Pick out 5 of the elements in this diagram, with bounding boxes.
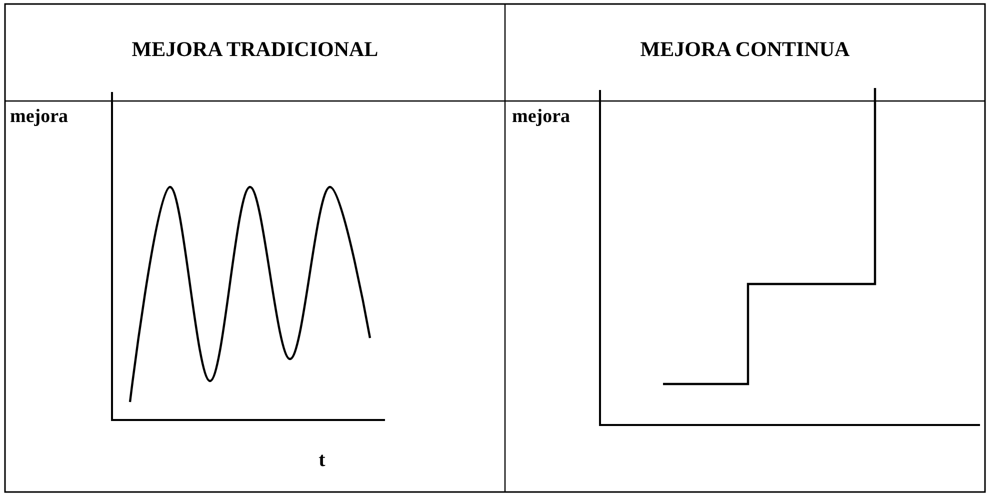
axis-label: mejora: [512, 106, 570, 128]
column-header: MEJORA CONTINUA: [640, 37, 850, 62]
column-header: MEJORA TRADICIONAL: [132, 37, 378, 62]
axis-label: mejora: [10, 106, 68, 128]
axis-label: t: [318, 449, 326, 472]
